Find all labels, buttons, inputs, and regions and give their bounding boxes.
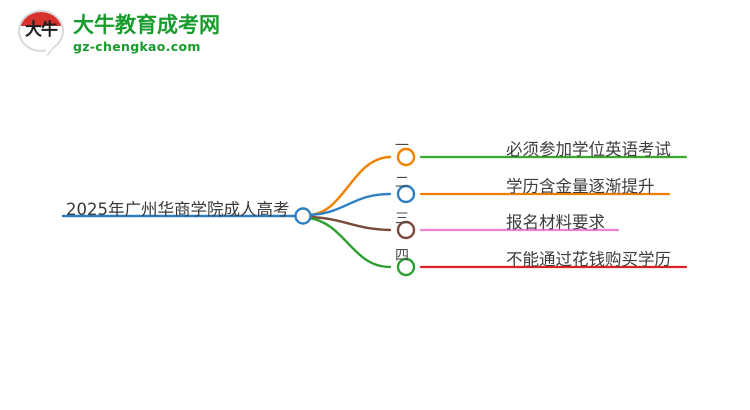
- page-header: 大牛 大牛教育成考网 gz-chengkao.com: [0, 0, 750, 80]
- branch-node-circle-2[interactable]: [396, 184, 416, 204]
- logo-text-block: 大牛教育成考网 gz-chengkao.com: [73, 13, 220, 54]
- connector-curve-2: [306, 192, 392, 217]
- leaf-label-2: 学历含金量逐渐提升: [506, 177, 655, 196]
- logo-bubble-tail: [46, 43, 53, 56]
- connector-curve-4: [306, 216, 392, 269]
- connector-curve-3: [306, 215, 392, 232]
- connector-curve-1: [306, 155, 392, 217]
- branch-node-circle-1[interactable]: [396, 147, 416, 167]
- branch-node-circle-3[interactable]: [396, 220, 416, 240]
- root-node-circle[interactable]: [294, 207, 312, 225]
- branch-number-4: 四: [395, 248, 409, 264]
- site-logo[interactable]: 大牛 大牛教育成考网 gz-chengkao.com: [18, 10, 220, 56]
- logo-bubble-shape: [18, 10, 64, 52]
- branch-number-1: 一: [395, 138, 409, 154]
- logo-mark-text: 大牛: [25, 20, 58, 40]
- branch-number-3: 三: [395, 211, 409, 227]
- root-node-label: 2025年广州华商学院成人高考: [66, 200, 290, 219]
- leaf-label-3: 报名材料要求: [506, 213, 605, 232]
- brand-domain: gz-chengkao.com: [73, 38, 201, 54]
- branch-node-circle-4[interactable]: [396, 257, 416, 277]
- brand-name-cn: 大牛教育成考网: [73, 12, 220, 37]
- logo-bubble-icon: 大牛: [18, 10, 64, 56]
- leaf-label-1: 必须参加学位英语考试: [506, 140, 671, 159]
- branch-number-2: 二: [395, 175, 409, 191]
- leaf-label-4: 不能通过花钱购买学历: [506, 250, 671, 269]
- logo-bubble-top-arc: [20, 12, 62, 26]
